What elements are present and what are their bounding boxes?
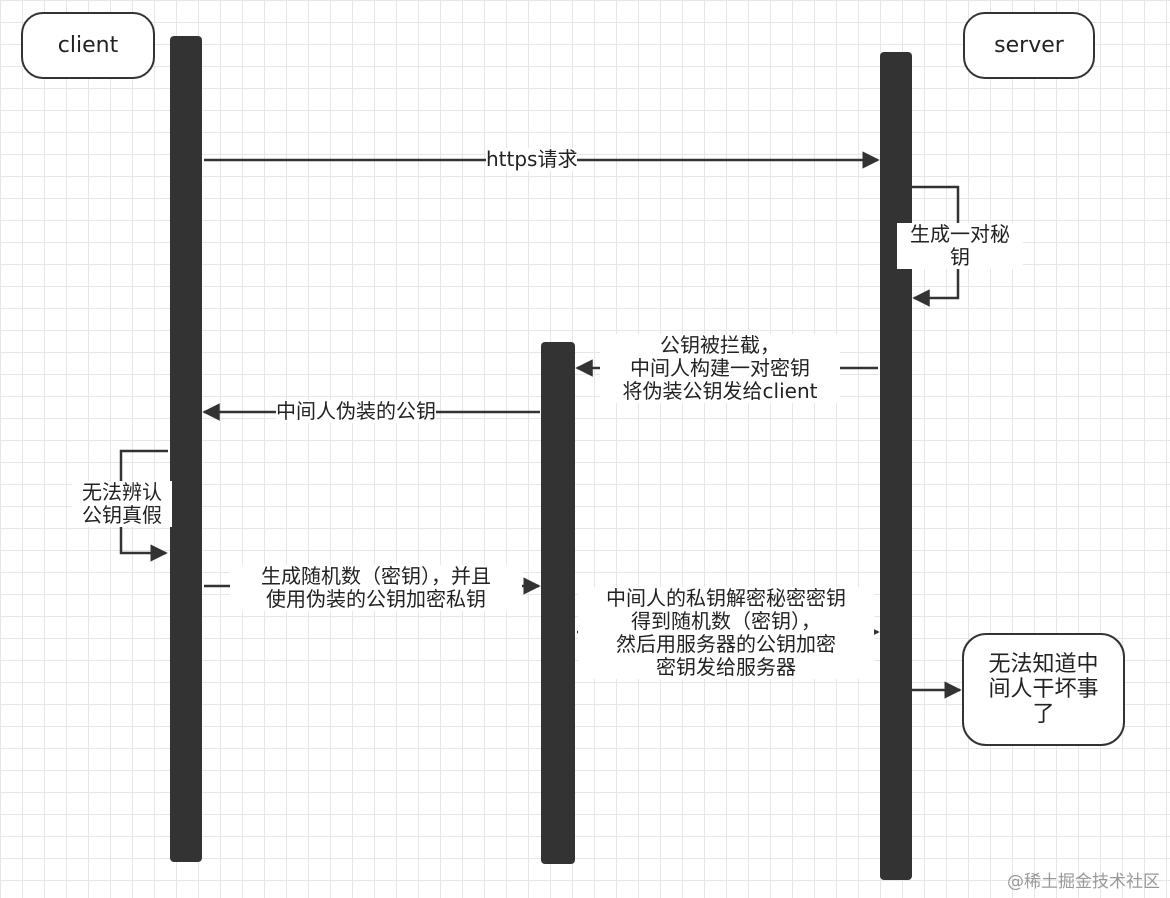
intercept-label: 公钥被拦截， 中间人构建一对密钥 将伪装公钥发给client — [600, 334, 840, 403]
unaware-note-text: 无法知道中 间人干坏事 了 — [988, 652, 1099, 727]
fake-pubkey-label: 中间人伪装的公钥 — [276, 399, 436, 423]
server-actor: server — [963, 12, 1095, 79]
server-lifeline — [880, 52, 912, 880]
client-label: client — [57, 33, 119, 58]
cannot-verify-label: 无法辨认 公钥真假 — [72, 481, 172, 527]
https-request-label: https请求 — [486, 147, 578, 171]
client-lifeline — [170, 36, 202, 862]
mitm-decrypt-label: 中间人的私钥解密秘密密钥 得到随机数（密钥）， 然后用服务器的公钥加密 密钥发给… — [578, 587, 874, 679]
server-label: server — [994, 33, 1064, 58]
client-actor: client — [21, 12, 155, 79]
gen-random-label: 生成随机数（密钥），并且 使用伪装的公钥加密私钥 — [230, 565, 522, 611]
generate-keypair-label: 生成一对秘 钥 — [897, 223, 1023, 269]
mitm-lifeline — [541, 342, 575, 864]
watermark: @稀土掘金技术社区 — [1007, 872, 1160, 892]
unaware-note: 无法知道中 间人干坏事 了 — [962, 633, 1125, 746]
